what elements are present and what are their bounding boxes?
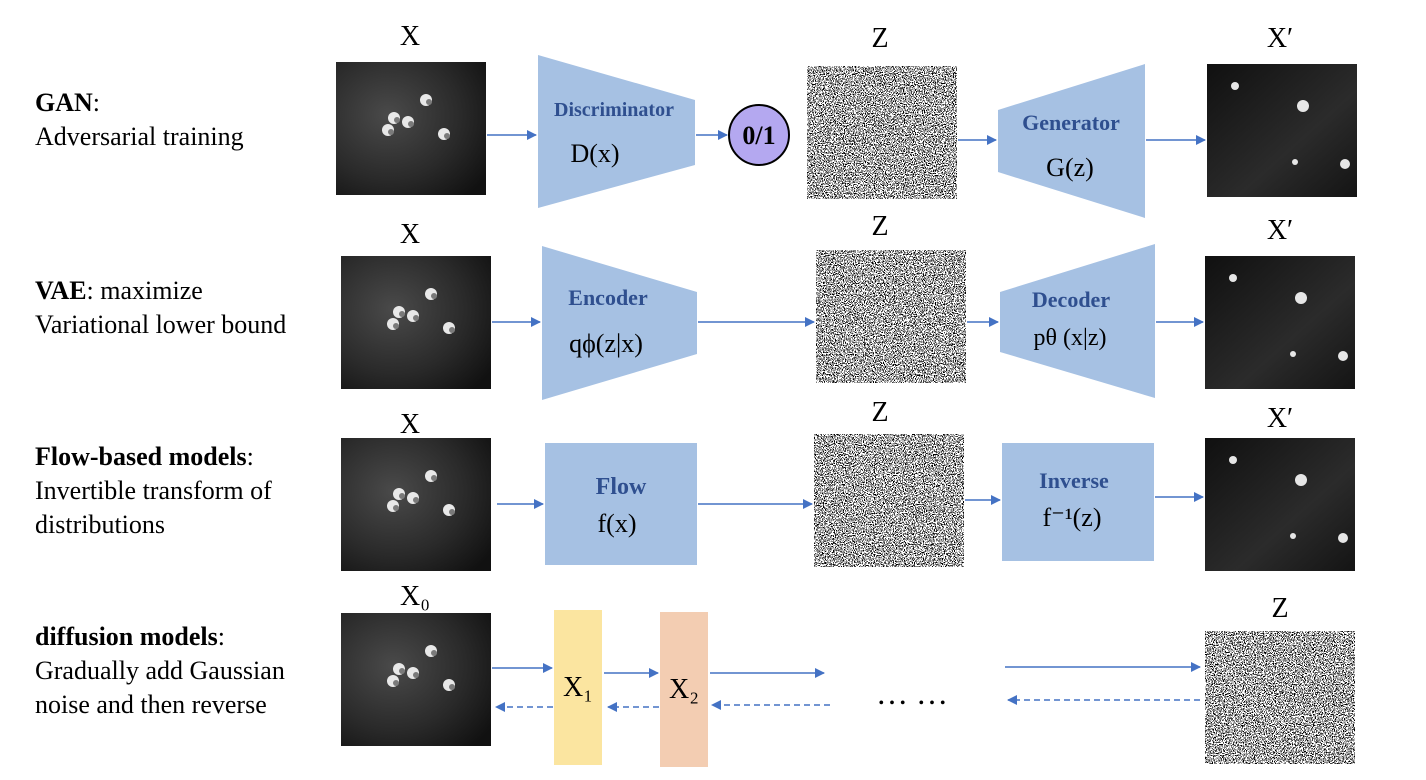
vae-title-suffix: maximize (93, 276, 203, 305)
diffusion-input-image (341, 613, 491, 746)
x2-label: X₂ (669, 674, 699, 705)
flow-desc-2: distributions (35, 510, 166, 539)
flow-block: Flow f(x) (545, 443, 697, 565)
encoder-block: Encoder qϕ(z|x) (542, 246, 697, 400)
diffusion-desc-1: Gradually add Gaussian (35, 656, 285, 685)
discriminator-block: Discriminator D(x) (538, 55, 695, 208)
gan-x-label: X (399, 21, 421, 52)
vae-xprime-label: X′ (1266, 215, 1294, 246)
decoder-label: Decoder (1032, 287, 1110, 312)
gan-label: GAN: Adversarial training (35, 88, 244, 151)
flow-block-label: Flow (596, 474, 647, 500)
x1-block: X₁ (554, 610, 602, 765)
x1-label: X₁ (563, 672, 593, 703)
gan-title: GAN (35, 88, 93, 117)
diffusion-x0-label: X₀ (400, 581, 430, 612)
decoder-block: Decoder pθ (x|z) (1000, 244, 1155, 398)
generator-formula: G(z) (1046, 153, 1094, 182)
flow-noise-image (814, 434, 964, 567)
inverse-block-label: Inverse (1039, 468, 1109, 493)
generator-block: Generator G(z) (998, 64, 1145, 218)
diffusion-label: diffusion models: Gradually add Gaussian… (35, 622, 285, 719)
encoder-formula: qϕ(z|x) (569, 329, 643, 358)
vae-label: VAE: maximize Variational lower bound (35, 276, 287, 339)
encoder-label: Encoder (568, 285, 648, 310)
diffusion-ellipsis: … … (876, 675, 948, 711)
flow-desc-1: Invertible transform of (35, 476, 272, 505)
flow-title: Flow-based models (35, 442, 247, 471)
gan-input-image (336, 62, 486, 195)
flow-input-image (341, 438, 491, 571)
vae-title: VAE (35, 276, 87, 305)
flow-x-label: X (399, 409, 421, 440)
diffusion-noise-image (1205, 631, 1355, 764)
diffusion-title: diffusion models (35, 622, 218, 651)
zero-one-circle: 0/1 (728, 104, 790, 166)
diffusion-z-label: Z (1271, 593, 1289, 624)
zero-one-label: 0/1 (742, 121, 775, 150)
vae-z-label: Z (871, 211, 889, 242)
flow-block-formula: f(x) (598, 509, 637, 538)
discriminator-formula: D(x) (570, 139, 619, 168)
inverse-block: Inverse f⁻¹(z) (1002, 443, 1154, 561)
discriminator-label: Discriminator (554, 99, 674, 121)
flow-xprime-label: X′ (1266, 403, 1294, 434)
vae-output-image (1205, 256, 1355, 389)
vae-input-image (341, 256, 491, 389)
generator-label: Generator (1022, 110, 1120, 135)
x2-block: X₂ (660, 612, 708, 767)
gan-desc: Adversarial training (35, 122, 244, 151)
flow-output-image (1205, 438, 1355, 571)
vae-desc: Variational lower bound (35, 310, 287, 339)
gan-output-image (1207, 64, 1357, 197)
decoder-formula: pθ (x|z) (1034, 325, 1107, 351)
flow-label: Flow-based models: Invertible transform … (35, 442, 272, 539)
gan-z-label: Z (871, 23, 889, 54)
vae-x-label: X (399, 219, 421, 250)
flow-z-label: Z (871, 397, 889, 428)
vae-noise-image (816, 250, 966, 383)
gan-noise-image (807, 66, 957, 199)
inverse-block-formula: f⁻¹(z) (1042, 503, 1101, 532)
diffusion-desc-2: noise and then reverse (35, 690, 267, 719)
gan-xprime-label: X′ (1266, 23, 1294, 54)
